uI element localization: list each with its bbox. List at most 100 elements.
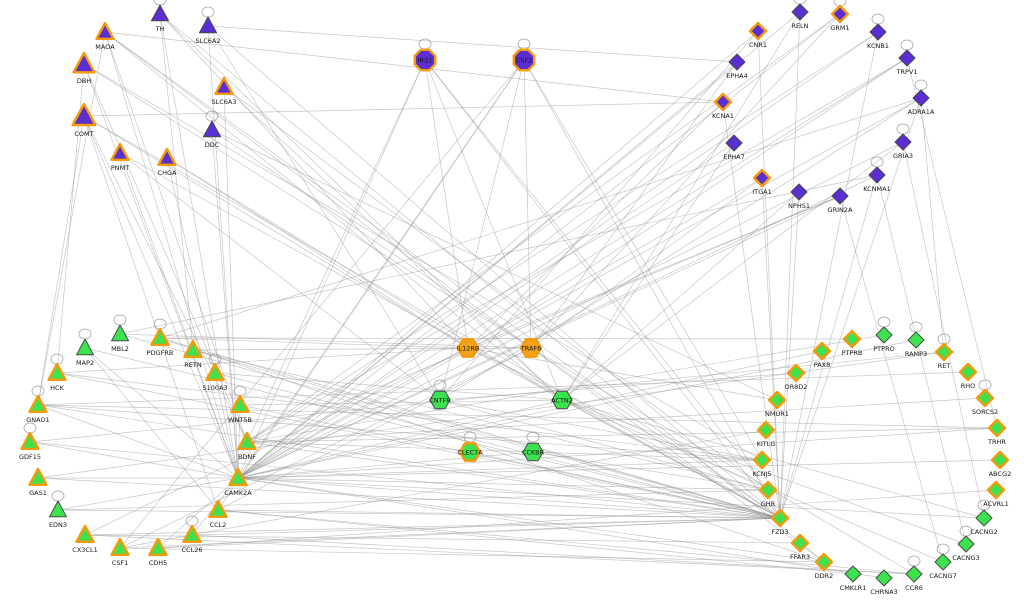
node-ABCG2[interactable]: ABCG2	[989, 450, 1012, 478]
node-SORCS2[interactable]: SORCS2	[972, 388, 998, 416]
node-PTPRB[interactable]: PTPRB	[842, 329, 863, 357]
node-CHGA[interactable]: CHGA	[157, 147, 177, 177]
node-RHO[interactable]: RHO	[958, 362, 978, 390]
node-IL12RB[interactable]: IL12RB	[457, 338, 480, 358]
diamond-shape	[990, 450, 1010, 470]
node-DBH[interactable]: DBH	[72, 51, 96, 85]
node-label: MAOA	[95, 43, 115, 51]
triangle-shape	[182, 524, 202, 543]
node-CNTFR[interactable]: CNTFR	[429, 390, 451, 410]
node-PDGFRB[interactable]: PDGFRB	[147, 327, 174, 357]
node-DDR2[interactable]: DDR2	[815, 552, 834, 580]
node-KCNB1[interactable]: KCNB1	[867, 23, 889, 50]
self-loop-WNT5B	[233, 385, 247, 397]
node-PTPRO[interactable]: PTPRO	[873, 326, 895, 353]
edge-GNAO1-FZD3	[37, 404, 781, 519]
node-CAMK2A[interactable]: CAMK2A	[224, 467, 252, 497]
node-CX3CL1[interactable]: CX3CL1	[72, 524, 98, 554]
node-label: FFAR3	[790, 553, 810, 561]
edge-CNTFR-GHR	[439, 399, 769, 491]
node-label: CNR1	[749, 41, 767, 49]
node-RET[interactable]: RET	[934, 342, 954, 370]
node-EPHA7[interactable]: EPHA7	[723, 134, 745, 161]
edge-MAOA-CAMK2A	[104, 31, 239, 479]
node-MAP2[interactable]: MAP2	[76, 338, 94, 367]
node-label: RETN	[184, 361, 202, 369]
node-MBL2[interactable]: MBL2	[111, 324, 130, 353]
node-CACNG2[interactable]: CACNG2	[970, 509, 998, 536]
node-SLC6A3[interactable]: SLC6A3	[211, 76, 237, 106]
node-GRM1[interactable]: GRM1	[830, 4, 850, 32]
triangle-shape	[237, 431, 257, 450]
node-CSF2[interactable]: CSF2	[512, 48, 536, 72]
node-CCKBR[interactable]: CCKBR	[522, 442, 545, 462]
node-OR8D2[interactable]: OR8D2	[785, 363, 808, 391]
node-BDNF[interactable]: BDNF	[237, 431, 257, 461]
node-CACNG7[interactable]: CACNG7	[929, 553, 957, 580]
node-TRHR[interactable]: TRHR	[987, 418, 1006, 446]
node-PNMT[interactable]: PNMT	[110, 142, 130, 172]
node-DDC[interactable]: DDC	[202, 120, 222, 149]
node-GHR[interactable]: GHR	[758, 480, 778, 508]
node-KITLG[interactable]: KITLG	[756, 420, 776, 448]
node-SLC6A2[interactable]: SLC6A2	[195, 16, 221, 45]
node-label: KCNA1	[712, 112, 734, 120]
node-CCL2[interactable]: CCL2	[208, 499, 228, 529]
node-ADRA1A[interactable]: ADRA1A	[908, 89, 935, 116]
node-CCL26[interactable]: CCL26	[182, 524, 203, 554]
self-loop-MAP2	[78, 328, 92, 340]
edge-TRAF6-DDR2	[530, 347, 825, 563]
node-COMT[interactable]: COMT	[71, 102, 97, 138]
node-label: DDR2	[815, 572, 834, 580]
node-IRS1[interactable]: IRS1	[413, 48, 437, 72]
node-EDN3[interactable]: EDN3	[49, 500, 67, 529]
node-CACNG3[interactable]: CACNG3	[952, 535, 980, 562]
node-ITGA1[interactable]: ITGA1	[752, 168, 772, 196]
node-GDF15[interactable]: GDF15	[19, 431, 41, 461]
node-CHRNA3[interactable]: CHRNA3	[870, 569, 898, 596]
node-S100A3[interactable]: S100A3	[202, 362, 228, 392]
node-GNAO1[interactable]: GNAO1	[26, 394, 50, 424]
node-MAOA[interactable]: MAOA	[95, 21, 115, 51]
node-CCR6[interactable]: CCR6	[905, 565, 923, 592]
edge-WNT5B-ACTN2	[239, 399, 563, 406]
node-NPHS1[interactable]: NPHS1	[788, 183, 810, 210]
node-CMKLR1[interactable]: CMKLR1	[840, 565, 867, 592]
diamond-shape	[756, 420, 776, 440]
node-RAMP3[interactable]: RAMP3	[905, 331, 927, 358]
node-GAS1[interactable]: GAS1	[28, 467, 48, 497]
node-FFAR3[interactable]: FFAR3	[790, 533, 810, 561]
edge-CSF1-TRAF6	[119, 347, 532, 549]
node-CDH5[interactable]: CDH5	[148, 537, 168, 567]
node-label: PTPRB	[842, 349, 863, 357]
node-NMUR1[interactable]: NMUR1	[765, 390, 789, 418]
node-PAX8[interactable]: PAX8	[812, 341, 832, 369]
node-TRAF6[interactable]: TRAF6	[520, 338, 543, 358]
node-GRIN2A[interactable]: GRIN2A	[828, 187, 853, 214]
node-GRIA3[interactable]: GRIA3	[893, 133, 913, 160]
node-ACTN2[interactable]: ACTN2	[551, 390, 573, 410]
node-HCK[interactable]: HCK	[47, 362, 67, 392]
node-CLEC7A[interactable]: CLEC7A	[457, 442, 483, 462]
edge-KCNB1-FZD3	[779, 31, 879, 519]
node-TH[interactable]: TH	[150, 4, 170, 33]
node-RETN[interactable]: RETN	[183, 339, 203, 369]
node-RELN[interactable]: RELN	[791, 3, 809, 30]
edge-NPHS1-ACTN2	[561, 191, 800, 401]
node-KCNMA1[interactable]: KCNMA1	[863, 166, 891, 193]
node-EPHA4[interactable]: EPHA4	[726, 53, 748, 80]
node-KCNJ5[interactable]: KCNJ5	[752, 450, 772, 478]
node-CSF1[interactable]: CSF1	[110, 537, 130, 567]
node-FZD3[interactable]: FZD3	[770, 508, 790, 536]
node-ACVRL1[interactable]: ACVRL1	[983, 480, 1009, 508]
node-TRPV1[interactable]: TRPV1	[896, 49, 918, 76]
triangle-shape	[111, 324, 130, 342]
node-WNT5B[interactable]: WNT5B	[228, 394, 252, 424]
edge-PTPRO-BDNF	[246, 334, 885, 443]
node-CNR1[interactable]: CNR1	[748, 21, 768, 49]
edge-KCNB1-BDNF	[246, 31, 879, 443]
node-label: NMUR1	[765, 410, 789, 418]
node-KCNA1[interactable]: KCNA1	[712, 92, 734, 120]
